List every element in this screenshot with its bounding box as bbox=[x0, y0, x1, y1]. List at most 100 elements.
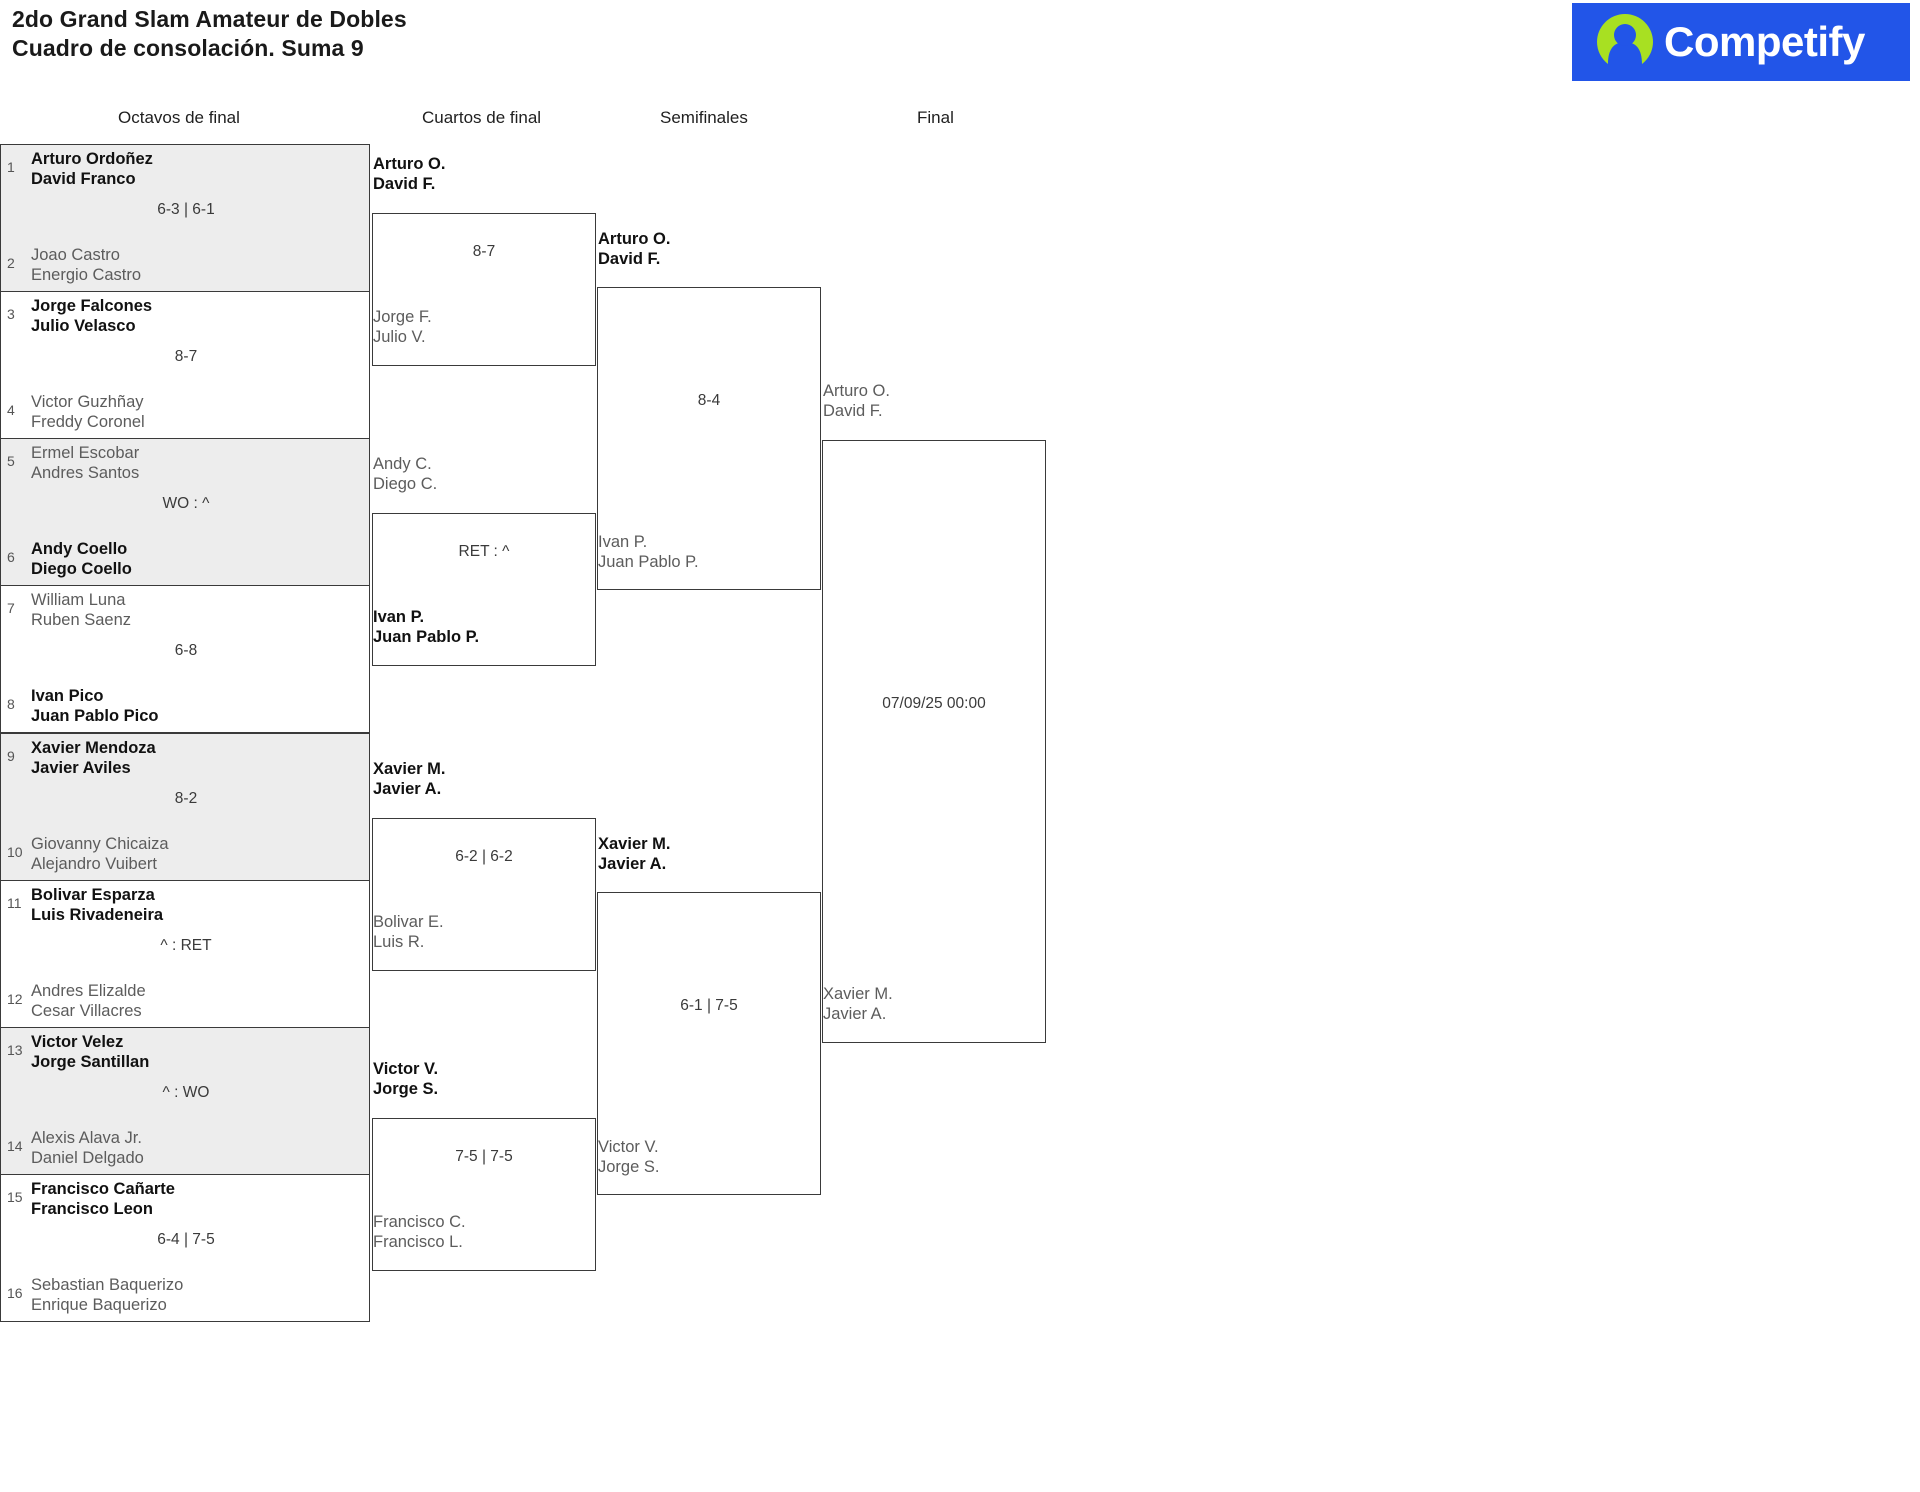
team-slot: Victor Velez Jorge Santillan bbox=[31, 1033, 363, 1072]
player-name: Jorge Santillan bbox=[31, 1052, 150, 1071]
r1-match-3[interactable]: 5 Ermel Escobar Andres Santos WO : ^ 6 A… bbox=[0, 438, 370, 586]
player-name: Sebastian Baquerizo bbox=[31, 1276, 184, 1294]
team-slot: Andres Elizalde Cesar Villacres bbox=[31, 982, 363, 1021]
r1-match-2[interactable]: 3 Jorge Falcones Julio Velasco 8-7 4 Vic… bbox=[0, 291, 370, 439]
seed-number: 14 bbox=[7, 1138, 23, 1154]
player-name: Julio Velasco bbox=[31, 316, 136, 335]
player-name: Ermel Escobar bbox=[31, 444, 140, 462]
player-name: Freddy Coronel bbox=[31, 412, 145, 431]
match-score: 6-4 | 7-5 bbox=[157, 1231, 215, 1248]
seed-number: 9 bbox=[7, 748, 15, 764]
player-name: Francisco Leon bbox=[31, 1199, 153, 1218]
team-slot: Victor Guzhñay Freddy Coronel bbox=[31, 393, 363, 432]
sf1-top-team: Arturo O. David F. bbox=[598, 230, 670, 269]
qf3-connector[interactable] bbox=[372, 818, 596, 971]
seed-number: 10 bbox=[7, 844, 23, 860]
player-name: Xavier M. bbox=[598, 835, 671, 853]
r1-match-8[interactable]: 15 Francisco Cañarte Francisco Leon 6-4 … bbox=[0, 1174, 370, 1322]
player-name: Energio Castro bbox=[31, 265, 142, 284]
seed-number: 6 bbox=[7, 549, 15, 565]
team-slot: William Luna Ruben Saenz bbox=[31, 591, 363, 630]
round-header-octavos: Octavos de final bbox=[118, 108, 240, 127]
player-name: David F. bbox=[598, 249, 661, 268]
player-name: Xavier M. bbox=[823, 985, 893, 1003]
player-name: William Luna bbox=[31, 591, 126, 609]
player-name: Andy C. bbox=[373, 455, 432, 473]
seed-number: 2 bbox=[7, 255, 15, 271]
qf2-top-team: Andy C. Diego C. bbox=[373, 455, 437, 494]
sf2-bottom-team: Victor V. Jorge S. bbox=[598, 1138, 659, 1177]
player-name: Javier A. bbox=[823, 1004, 887, 1023]
player-name: Arturo O. bbox=[373, 155, 446, 173]
player-name: Javier A. bbox=[598, 854, 667, 873]
team-slot: Andy Coello Diego Coello bbox=[31, 540, 363, 579]
player-name: Victor Velez bbox=[31, 1033, 124, 1051]
player-name: Luis R. bbox=[373, 932, 425, 951]
r1-match-5[interactable]: 9 Xavier Mendoza Javier Aviles 8-2 10 Gi… bbox=[0, 733, 370, 881]
seed-number: 8 bbox=[7, 696, 15, 712]
qf3-bottom-team: Bolivar E. Luis R. bbox=[373, 913, 444, 952]
match-score: 8-2 bbox=[174, 790, 198, 807]
sf2-connector[interactable] bbox=[597, 892, 821, 1195]
seed-number: 11 bbox=[7, 895, 22, 911]
player-name: Francisco C. bbox=[373, 1213, 466, 1231]
round-header-semifinales: Semifinales bbox=[660, 108, 748, 127]
match-score: 6-8 bbox=[174, 642, 198, 659]
player-name: Diego C. bbox=[373, 474, 438, 493]
player-name: Julio V. bbox=[373, 327, 426, 346]
sf1-score: 8-4 bbox=[697, 392, 721, 409]
team-slot: Jorge Falcones Julio Velasco bbox=[31, 297, 363, 336]
match-score: 8-7 bbox=[174, 348, 198, 365]
player-name: Xavier M. bbox=[373, 760, 446, 778]
player-name: Juan Pablo P. bbox=[373, 627, 480, 646]
sf1-connector[interactable] bbox=[597, 287, 821, 590]
team-slot: Arturo Ordoñez David Franco bbox=[31, 150, 363, 189]
qf2-bottom-team: Ivan P. Juan Pablo P. bbox=[373, 608, 479, 647]
player-name: David F. bbox=[823, 401, 883, 420]
player-name: Ivan P. bbox=[373, 608, 425, 626]
player-name: Jorge S. bbox=[598, 1157, 660, 1176]
qf1-top-team: Arturo O. David F. bbox=[373, 155, 445, 194]
team-slot: Joao Castro Energio Castro bbox=[31, 246, 363, 285]
player-name: Francisco L. bbox=[373, 1232, 463, 1251]
team-slot: Bolivar Esparza Luis Rivadeneira bbox=[31, 886, 363, 925]
player-name: Jorge Falcones bbox=[31, 297, 153, 315]
r1-match-7[interactable]: 13 Victor Velez Jorge Santillan ^ : WO 1… bbox=[0, 1027, 370, 1175]
team-slot: Alexis Alava Jr. Daniel Delgado bbox=[31, 1129, 363, 1168]
player-name: Alexis Alava Jr. bbox=[31, 1129, 142, 1147]
seed-number: 1 bbox=[7, 159, 15, 175]
competify-logo-text: Competify bbox=[1664, 18, 1865, 65]
match-score: ^ : RET bbox=[160, 937, 212, 954]
player-name: Ruben Saenz bbox=[31, 610, 131, 629]
player-name: Francisco Cañarte bbox=[31, 1180, 175, 1198]
player-name: Juan Pablo Pico bbox=[31, 706, 159, 725]
player-name: Andres Elizalde bbox=[31, 982, 146, 1000]
r1-match-6[interactable]: 11 Bolivar Esparza Luis Rivadeneira ^ : … bbox=[0, 880, 370, 1028]
title-line-2: Cuadro de consolación. Suma 9 bbox=[12, 35, 364, 61]
sf1-bottom-team: Ivan P. Juan Pablo P. bbox=[598, 533, 699, 572]
match-score: WO : ^ bbox=[162, 495, 210, 512]
competify-logo: Competify bbox=[1572, 3, 1910, 81]
qf4-connector[interactable] bbox=[372, 1118, 596, 1271]
player-name: Victor V. bbox=[373, 1060, 439, 1078]
player-name: Victor V. bbox=[598, 1138, 659, 1156]
r1-match-1[interactable]: 1 Arturo Ordoñez David Franco 6-3 | 6-1 … bbox=[0, 144, 370, 292]
final-bottom-team: Xavier M. Javier A. bbox=[823, 985, 893, 1024]
player-name: Javier Aviles bbox=[31, 758, 131, 777]
qf1-bottom-team: Jorge F. Julio V. bbox=[373, 308, 432, 347]
seed-number: 16 bbox=[7, 1285, 23, 1301]
qf2-connector[interactable] bbox=[372, 513, 596, 666]
player-name: Enrique Baquerizo bbox=[31, 1295, 167, 1314]
seed-number: 15 bbox=[7, 1189, 23, 1205]
final-connector[interactable] bbox=[822, 440, 1046, 1043]
player-name: David F. bbox=[373, 174, 436, 193]
qf1-connector[interactable] bbox=[372, 213, 596, 366]
r1-match-4[interactable]: 7 William Luna Ruben Saenz 6-8 8 Ivan Pi… bbox=[0, 585, 370, 733]
player-name: Giovanny Chicaiza bbox=[31, 835, 169, 853]
player-name: Juan Pablo P. bbox=[598, 552, 699, 571]
team-slot: Ermel Escobar Andres Santos bbox=[31, 444, 363, 483]
seed-number: 3 bbox=[7, 306, 15, 322]
qf1-score: 8-7 bbox=[472, 243, 496, 260]
team-slot: Sebastian Baquerizo Enrique Baquerizo bbox=[31, 1276, 363, 1315]
player-name: Arturo O. bbox=[598, 230, 671, 248]
